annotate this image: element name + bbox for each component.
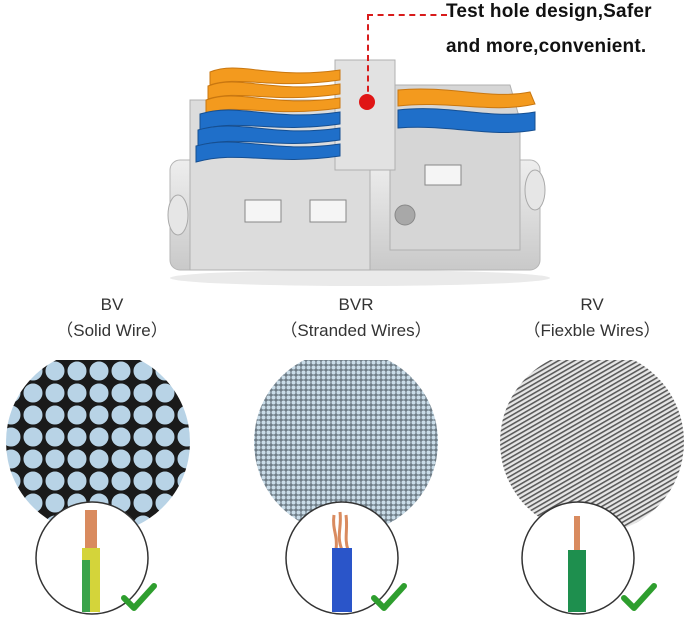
wire-type-bv: BV （Solid Wire） [0, 295, 232, 341]
wire-type-description: （Stranded Wires） [280, 321, 432, 340]
checkmark-icon [121, 583, 157, 611]
callout-text-line1: Test hole design,Safer [446, 1, 652, 22]
solid-wire-cross-section [6, 360, 190, 615]
test-hole-marker [359, 94, 375, 110]
wire-type-name: BVR [338, 295, 374, 314]
stranded-wire-cross-section [254, 360, 438, 615]
callout-leader-vertical [367, 14, 369, 102]
checkmark-icon [371, 583, 407, 611]
wire-type-description: （Fiexble Wires） [523, 321, 661, 340]
checkmark-icon [621, 583, 657, 611]
flexible-wire-cross-section [500, 360, 684, 615]
wire-type-rv: RV （Fiexble Wires） [472, 295, 700, 341]
wire-type-name: RV [580, 295, 604, 314]
wire-type-description: （Solid Wire） [56, 321, 168, 340]
callout-text-line2: and more,convenient. [446, 36, 647, 57]
callout-leader-horizontal [367, 14, 447, 16]
connector-product-image [167, 59, 550, 286]
wire-type-bvr: BVR （Stranded Wires） [236, 295, 476, 341]
wire-type-name: BV [100, 295, 124, 314]
